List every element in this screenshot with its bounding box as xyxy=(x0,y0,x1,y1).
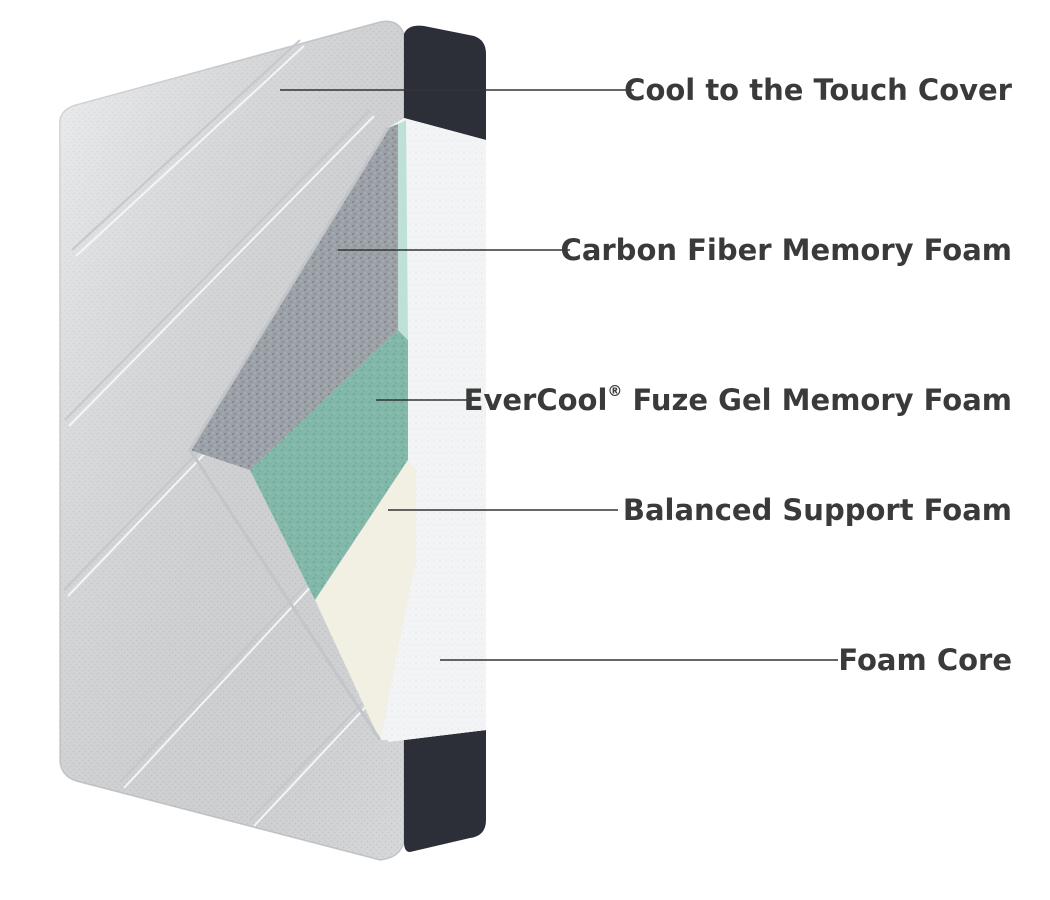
support-layer xyxy=(315,460,416,740)
registered-mark: ® xyxy=(607,382,623,400)
label-foam-core: Foam Core xyxy=(838,643,1012,677)
carbon-layer xyxy=(190,124,398,470)
label-gel-foam-suffix: Fuze Gel Memory Foam xyxy=(622,383,1012,417)
label-support-foam: Balanced Support Foam xyxy=(622,493,1012,527)
label-cover: Cool to the Touch Cover xyxy=(624,73,1012,107)
side-panel xyxy=(404,25,486,852)
label-gel-foam-brand: EverCool xyxy=(463,383,608,417)
label-carbon-foam: Carbon Fiber Memory Foam xyxy=(560,233,1012,267)
cutaway xyxy=(188,118,486,742)
leader-lines xyxy=(280,89,838,661)
label-gel-foam: EverCool® Fuze Gel Memory Foam xyxy=(463,383,1012,417)
gel-layer xyxy=(250,330,408,600)
cover-seams xyxy=(63,39,405,821)
